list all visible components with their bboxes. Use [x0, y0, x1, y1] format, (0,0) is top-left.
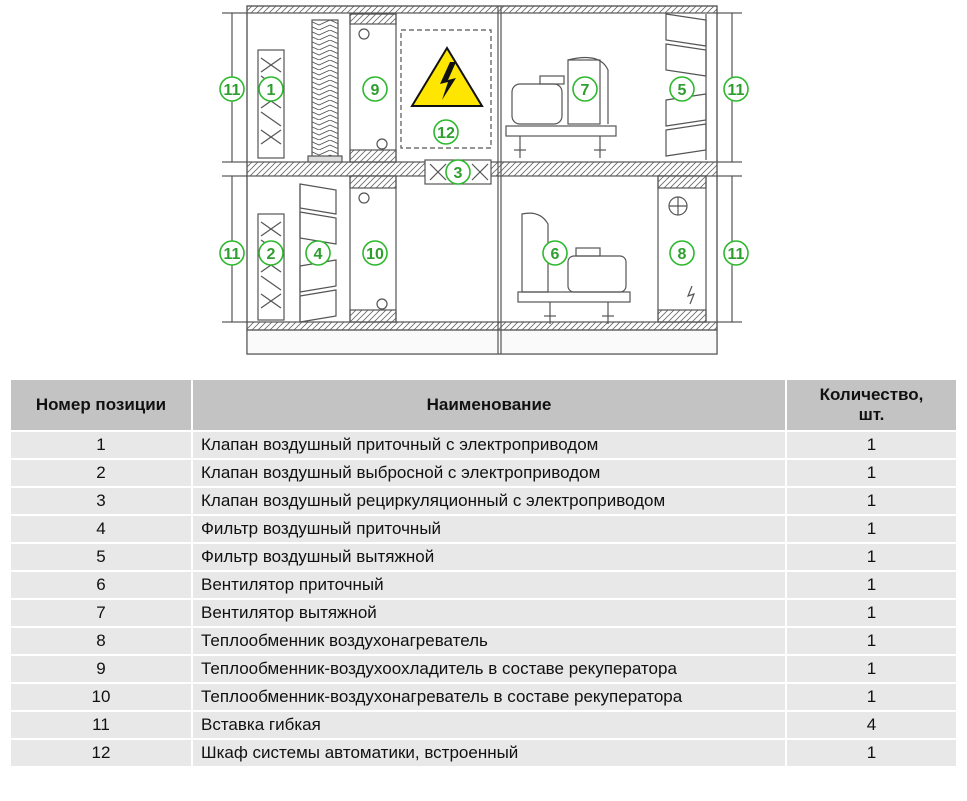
- callout-6: 6: [542, 240, 568, 266]
- row-position: 8: [11, 628, 191, 654]
- svg-text:6: 6: [551, 246, 560, 263]
- svg-text:8: 8: [678, 246, 687, 263]
- row-position: 2: [11, 460, 191, 486]
- row-name: Вентилятор приточный: [193, 572, 785, 598]
- callout-11-top-right: 11: [723, 76, 749, 102]
- callout-2: 2: [258, 240, 284, 266]
- row-quantity: 1: [787, 684, 956, 710]
- header-position: Номер позиции: [11, 380, 191, 430]
- callout-5: 5: [669, 76, 695, 102]
- callout-11-bottom-right: 11: [723, 240, 749, 266]
- svg-text:11: 11: [224, 246, 241, 263]
- row-quantity: 1: [787, 460, 956, 486]
- callout-3: 3: [445, 159, 471, 185]
- row-position: 3: [11, 488, 191, 514]
- row-position: 1: [11, 432, 191, 458]
- row-position: 7: [11, 600, 191, 626]
- svg-text:9: 9: [371, 82, 380, 99]
- row-name: Клапан воздушный приточный с электроприв…: [193, 432, 785, 458]
- svg-text:12: 12: [437, 125, 455, 142]
- callout-12: 12: [433, 119, 459, 145]
- row-name: Теплообменник воздухонагреватель: [193, 628, 785, 654]
- svg-text:2: 2: [267, 246, 276, 263]
- row-name: Шкаф системы автоматики, встроенный: [193, 740, 785, 766]
- svg-text:10: 10: [366, 246, 384, 263]
- callout-1: 1: [258, 76, 284, 102]
- callout-11-bottom-left: 11: [219, 240, 245, 266]
- row-name: Вставка гибкая: [193, 712, 785, 738]
- droplet-eliminator: [311, 19, 339, 159]
- table-header-row: Номер позиции Наименование Количество,шт…: [11, 380, 956, 430]
- row-position: 11: [11, 712, 191, 738]
- callout-4: 4: [305, 240, 331, 266]
- header-name: Наименование: [193, 380, 785, 430]
- row-quantity: 1: [787, 488, 956, 514]
- high-voltage-warning-icon: [410, 46, 484, 107]
- exhaust-fan: [505, 57, 617, 158]
- row-name: Клапан воздушный выбросной с электроприв…: [193, 460, 785, 486]
- svg-text:3: 3: [454, 165, 463, 182]
- row-quantity: 1: [787, 600, 956, 626]
- row-quantity: 1: [787, 572, 956, 598]
- callout-9: 9: [362, 76, 388, 102]
- row-quantity: 4: [787, 712, 956, 738]
- row-name: Вентилятор вытяжной: [193, 600, 785, 626]
- row-position: 10: [11, 684, 191, 710]
- row-position: 6: [11, 572, 191, 598]
- callout-8: 8: [669, 240, 695, 266]
- svg-text:7: 7: [581, 82, 590, 99]
- row-name: Клапан воздушный рециркуляционный с элек…: [193, 488, 785, 514]
- supply-filter: [299, 183, 337, 323]
- svg-text:11: 11: [728, 246, 745, 263]
- row-position: 12: [11, 740, 191, 766]
- header-quantity: Количество,шт.: [787, 380, 956, 430]
- callout-7: 7: [572, 76, 598, 102]
- svg-text:5: 5: [678, 82, 687, 99]
- row-quantity: 1: [787, 544, 956, 570]
- row-name: Теплообменник-воздухоохладитель в состав…: [193, 656, 785, 682]
- specification-table: Номер позиции Наименование Количество,шт…: [9, 378, 958, 768]
- callout-11-top-left: 11: [219, 76, 245, 102]
- row-quantity: 1: [787, 628, 956, 654]
- svg-text:11: 11: [728, 82, 745, 99]
- air-handling-unit-diagram: 11 1 9 12 3 7 5 11 11 2 4 10 6 8 11: [219, 5, 749, 355]
- row-position: 9: [11, 656, 191, 682]
- svg-text:4: 4: [314, 246, 323, 263]
- row-name: Теплообменник-воздухонагреватель в соста…: [193, 684, 785, 710]
- row-quantity: 1: [787, 740, 956, 766]
- row-name: Фильтр воздушный вытяжной: [193, 544, 785, 570]
- header-quantity-line2: шт.: [858, 405, 885, 424]
- callout-10: 10: [362, 240, 388, 266]
- svg-text:11: 11: [224, 82, 241, 99]
- row-quantity: 1: [787, 432, 956, 458]
- supply-damper: [257, 49, 285, 159]
- row-position: 5: [11, 544, 191, 570]
- row-quantity: 1: [787, 656, 956, 682]
- supply-fan: [517, 212, 631, 324]
- exhaust-damper: [257, 213, 285, 321]
- header-quantity-line1: Количество,: [819, 385, 924, 404]
- row-name: Фильтр воздушный приточный: [193, 516, 785, 542]
- row-position: 4: [11, 516, 191, 542]
- automation-cabinet: [400, 29, 492, 149]
- row-quantity: 1: [787, 516, 956, 542]
- svg-text:1: 1: [267, 82, 276, 99]
- base-frame: [246, 329, 718, 355]
